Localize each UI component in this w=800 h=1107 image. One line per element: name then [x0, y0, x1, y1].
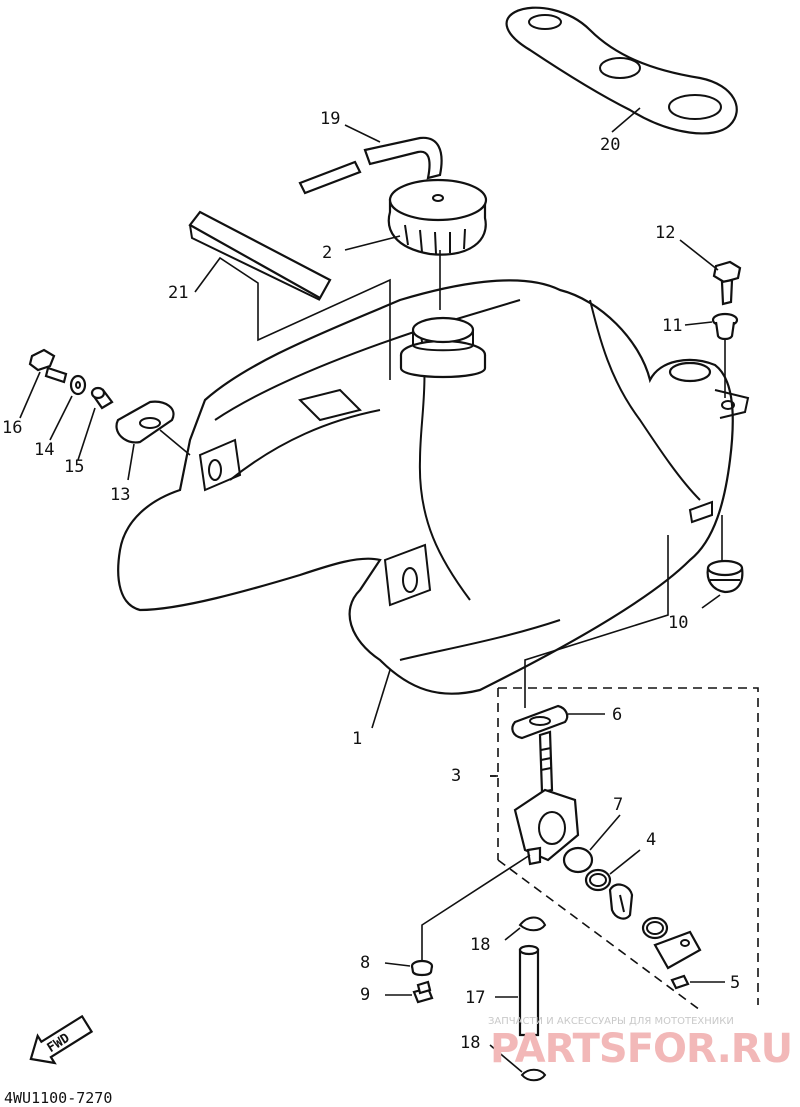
- callout-4: 4: [646, 830, 656, 850]
- callout-20: 20: [600, 135, 620, 155]
- part-13-damper: [115, 400, 175, 444]
- part-8-washer: [410, 959, 434, 977]
- callout-15: 15: [64, 457, 84, 477]
- diagram-code: 4WU1100-7270: [4, 1089, 112, 1107]
- part-16-bolt: [28, 348, 68, 384]
- part-11-collar: [711, 312, 739, 341]
- callout-10: 10: [668, 613, 688, 633]
- callout-8: 8: [360, 953, 370, 973]
- part-2-fuel-cap: [387, 178, 488, 256]
- part-5-screw: [670, 974, 690, 990]
- callout-7: 7: [613, 795, 623, 815]
- watermark-caption: ЗАПЧАСТИ И АКСЕССУАРЫ ДЛЯ МОТОТЕХНИКИ: [488, 1016, 734, 1027]
- callout-2: 2: [322, 243, 332, 263]
- callout-12: 12: [655, 223, 675, 243]
- callout-16: 16: [2, 418, 22, 438]
- callout-3: 3: [451, 766, 461, 786]
- part-15-collar: [90, 386, 114, 410]
- callout-18-upper: 18: [470, 935, 490, 955]
- part-4-o-ring: [584, 868, 612, 892]
- part-12-bolt: [712, 260, 742, 306]
- callout-21: 21: [168, 283, 188, 303]
- part-6-gasket: [511, 704, 569, 740]
- part-14-washer: [69, 374, 87, 396]
- part-21-seal-strip: [188, 210, 332, 301]
- part-7-filter: [562, 846, 594, 874]
- part-17-hose: [518, 944, 540, 1037]
- callout-5: 5: [730, 973, 740, 993]
- part-18-clip-upper: [518, 916, 547, 932]
- watermark-brand: PARTSFOR.RU: [490, 1026, 792, 1072]
- assembly-3-dashed-box: [490, 687, 759, 1011]
- part-10-damper: [706, 559, 744, 594]
- leader-lines: [19, 107, 726, 1073]
- callout-1: 1: [352, 729, 362, 749]
- part-20-plate: [505, 6, 738, 135]
- fuel-cock-lever: [608, 883, 634, 920]
- fuel-cock-o-ring-2: [641, 916, 669, 940]
- callout-9: 9: [360, 985, 370, 1005]
- tank-filler-neck: [399, 316, 487, 379]
- fuel-cock-body: [513, 730, 580, 866]
- part-18-clip-lower: [520, 1068, 547, 1082]
- callout-13: 13: [110, 485, 130, 505]
- part-9-bolt: [412, 980, 434, 1004]
- callout-18-lower: 18: [460, 1033, 480, 1053]
- callout-6: 6: [612, 705, 622, 725]
- callout-17: 17: [465, 988, 485, 1008]
- callout-14: 14: [34, 440, 54, 460]
- callout-11: 11: [662, 316, 682, 336]
- callout-19: 19: [320, 109, 340, 129]
- part-1-fuel-tank: [117, 279, 750, 695]
- part-19-breather-hose: [298, 136, 443, 195]
- fwd-direction-arrow: FWD: [29, 1014, 94, 1065]
- fuel-cock-cover-plate: [653, 930, 702, 970]
